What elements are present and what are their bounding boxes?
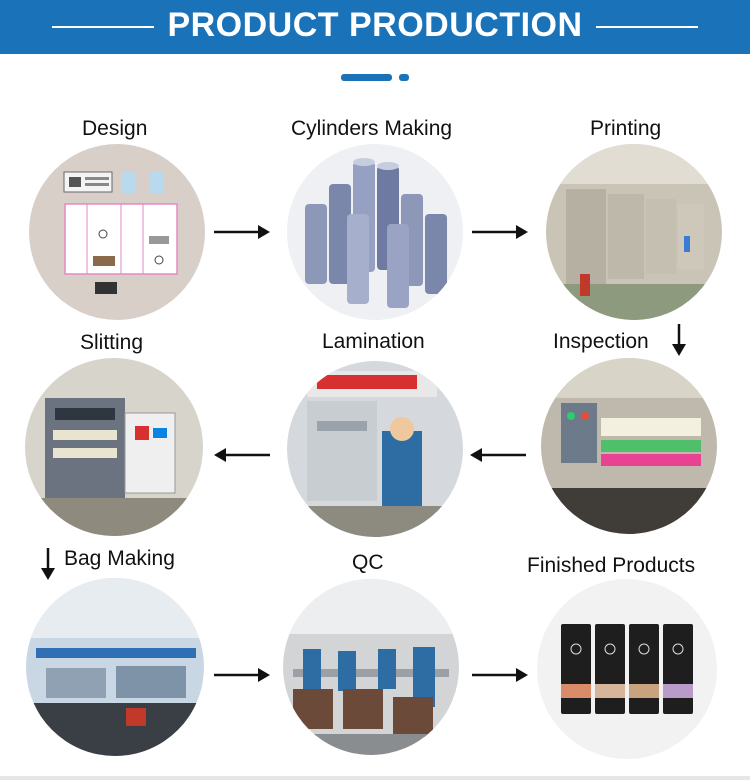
header-banner: PRODUCT PRODUCTION	[0, 0, 750, 54]
header-rule-right	[596, 26, 698, 28]
step-label-design: Design	[82, 117, 148, 140]
step-image-finished-products	[537, 579, 717, 759]
arrow-down-icon	[672, 324, 686, 356]
title-accent-dot	[399, 74, 409, 81]
step-label-slitting: Slitting	[80, 331, 144, 354]
step-label-qc: QC	[352, 551, 384, 574]
step-label-bag-making: Bag Making	[64, 547, 175, 570]
step-image-qc	[283, 579, 459, 755]
step-label-lamination: Lamination	[322, 330, 425, 353]
step-label-finished-products: Finished Products	[527, 554, 696, 577]
step-image-inspection	[541, 358, 717, 534]
arrow-right-icon	[472, 225, 528, 239]
page-title: PRODUCT PRODUCTION	[167, 6, 583, 44]
arrow-left-icon	[214, 448, 270, 462]
step-image-lamination	[287, 361, 463, 537]
arrow-left-icon	[470, 448, 526, 462]
step-image-bag-making	[26, 578, 204, 756]
step-label-printing: Printing	[590, 117, 662, 140]
title-accent-bar	[341, 74, 392, 81]
step-label-cylinders-making: Cylinders Making	[291, 117, 453, 140]
step-image-design	[29, 144, 205, 320]
arrow-right-icon	[214, 668, 270, 682]
arrow-right-icon	[472, 668, 528, 682]
step-image-slitting	[25, 358, 203, 536]
step-image-printing	[546, 144, 722, 320]
step-label-inspection: Inspection	[553, 330, 649, 353]
step-image-cylinders-making	[287, 144, 463, 320]
arrow-right-icon	[214, 225, 270, 239]
arrow-down-icon	[41, 548, 55, 580]
header-rule-left	[52, 26, 154, 28]
bottom-divider	[0, 776, 750, 780]
